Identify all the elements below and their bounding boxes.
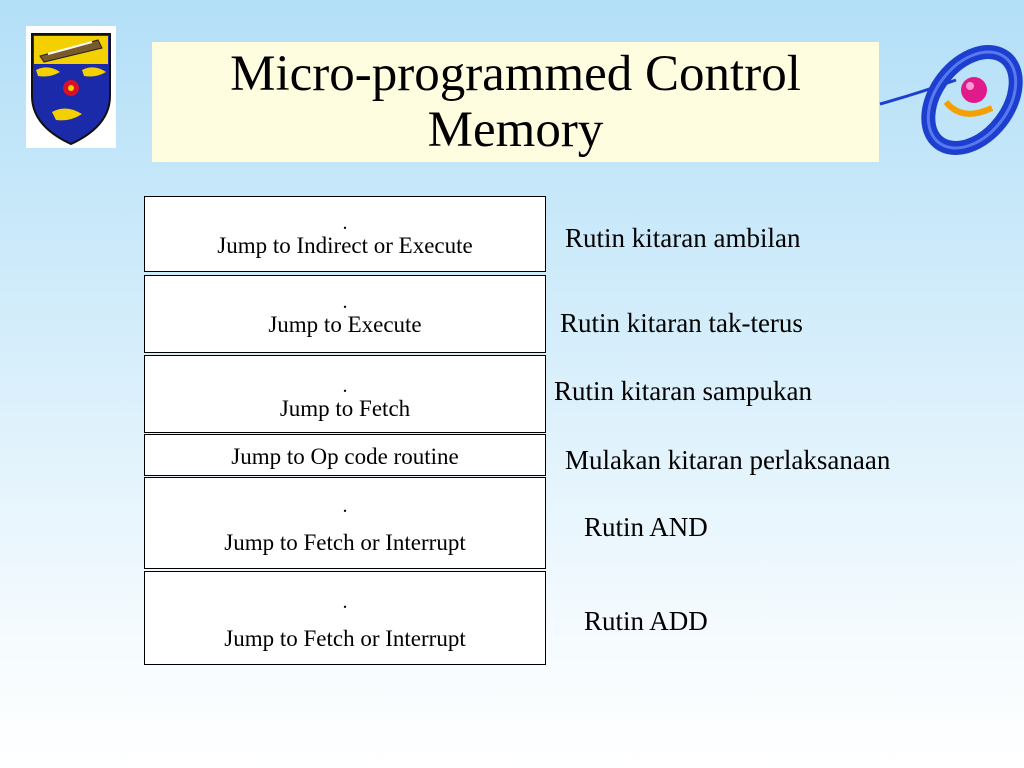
orbit-emblem-icon: [879, 45, 1023, 155]
ellipsis-dot: .: [342, 591, 348, 613]
label-interrupt-routine: Rutin kitaran sampukan: [554, 376, 812, 406]
memory-block-and: . Jump to Fetch or Interrupt: [144, 477, 546, 569]
label-fetch-routine: Rutin kitaran ambilan: [565, 223, 801, 253]
memory-block-text: Jump to Indirect or Execute: [217, 233, 473, 258]
label-execute-start: Mulakan kitaran perlaksanaan: [565, 445, 891, 475]
ellipsis-dot: .: [342, 495, 348, 517]
memory-block-text: Jump to Fetch or Interrupt: [224, 530, 466, 555]
memory-block-execute-start: Jump to Op code routine: [144, 434, 546, 476]
page-title: Micro-programmed Control Memory: [152, 42, 879, 162]
label-add-routine: Rutin ADD: [584, 606, 708, 636]
ellipsis-dot: .: [342, 212, 348, 234]
memory-block-text: Jump to Execute: [268, 312, 422, 337]
memory-block-fetch: . Jump to Indirect or Execute: [144, 196, 546, 272]
memory-block-text: Jump to Fetch or Interrupt: [224, 626, 466, 651]
label-and-routine: Rutin AND: [584, 512, 708, 542]
university-crest-icon: [26, 26, 116, 148]
title-line-1: Micro-programmed Control: [230, 46, 801, 102]
label-indirect-routine: Rutin kitaran tak-terus: [560, 308, 803, 338]
ellipsis-dot: .: [342, 291, 348, 313]
memory-block-text: Jump to Op code routine: [231, 444, 459, 469]
title-line-2: Memory: [427, 102, 604, 158]
memory-block-indirect: . Jump to Execute: [144, 275, 546, 353]
memory-block-text: Jump to Fetch: [279, 396, 411, 421]
ellipsis-dot: .: [342, 375, 348, 397]
memory-block-interrupt: . Jump to Fetch: [144, 355, 546, 433]
memory-block-add: . Jump to Fetch or Interrupt: [144, 571, 546, 665]
